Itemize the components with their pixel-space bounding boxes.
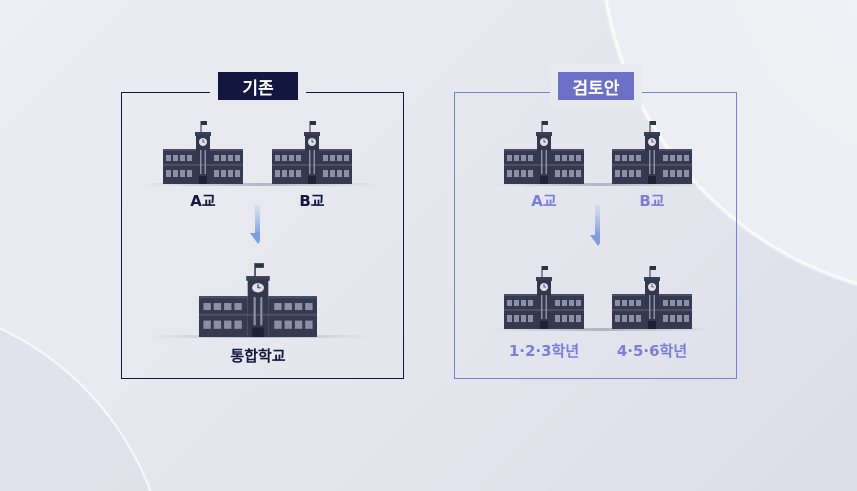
ground-shadow — [490, 183, 710, 186]
school-building-icon — [504, 120, 584, 184]
school-a-label: A교 — [531, 192, 557, 210]
merged-school-label: 통합학교 — [230, 347, 286, 365]
school-building-icon — [272, 120, 352, 184]
lower-grades-label: 1·2·3학년 — [508, 342, 580, 360]
merged-school-building-icon — [199, 262, 317, 337]
school-building-icon — [504, 265, 584, 329]
ground-shadow — [490, 328, 710, 331]
ground-shadow — [140, 183, 380, 186]
arrow-down-icon — [590, 205, 600, 246]
school-b-label: B교 — [639, 192, 665, 210]
upper-grades-label: 4·5·6학년 — [616, 342, 688, 360]
school-b-label: B교 — [299, 192, 325, 210]
school-building-icon — [612, 265, 692, 329]
arrow-down-icon — [250, 205, 260, 244]
school-building-icon — [612, 120, 692, 184]
school-a-label: A교 — [190, 192, 216, 210]
school-building-icon — [163, 120, 243, 184]
proposal-title: 검토안 — [558, 72, 634, 100]
existing-title: 기존 — [218, 72, 298, 100]
